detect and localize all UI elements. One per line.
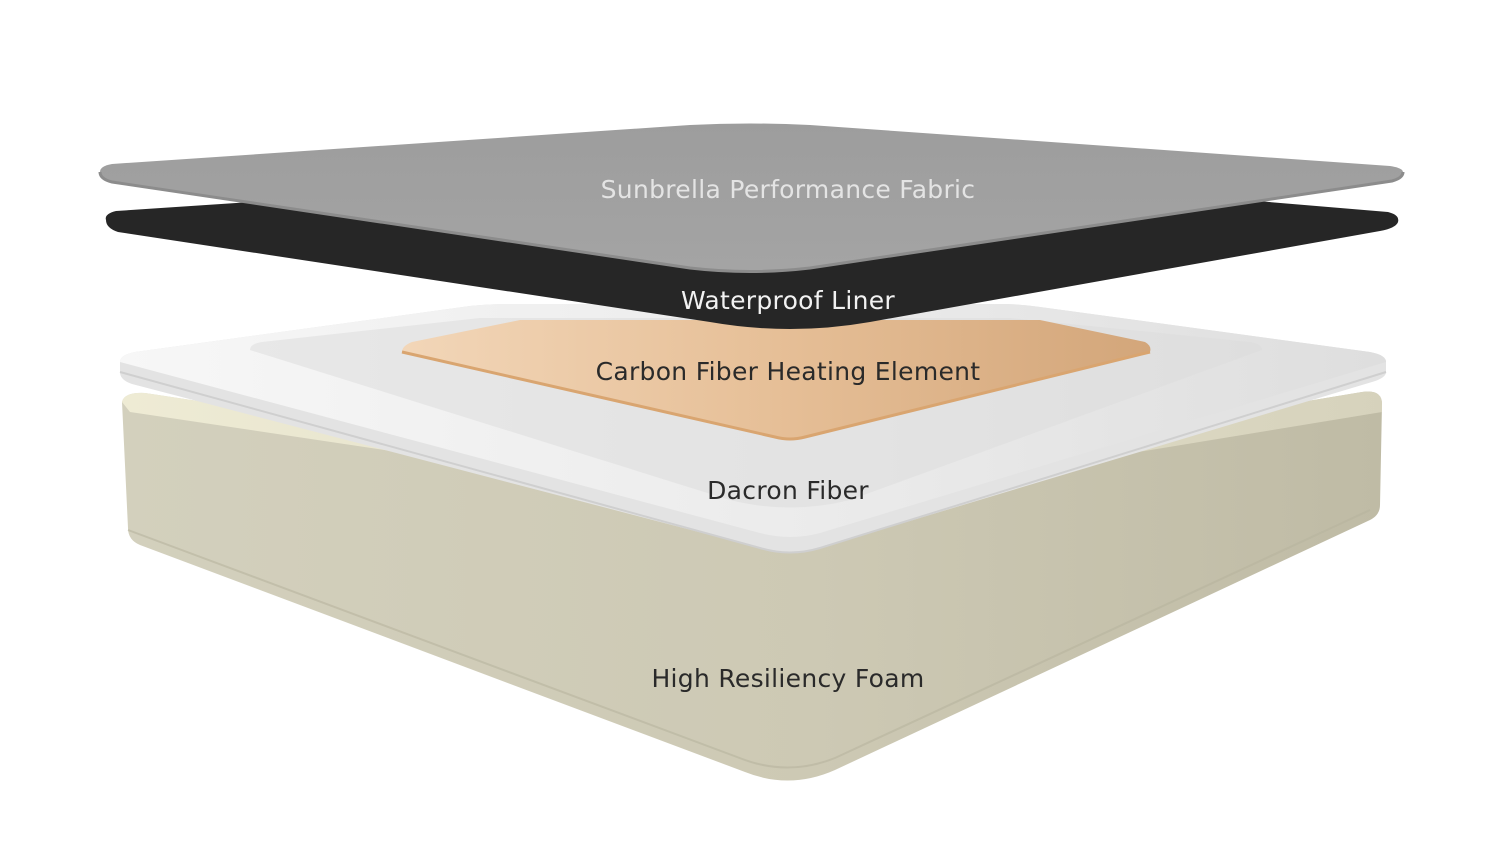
fabric-layer: [98, 123, 1405, 273]
heating-element-layer: [401, 320, 1151, 441]
